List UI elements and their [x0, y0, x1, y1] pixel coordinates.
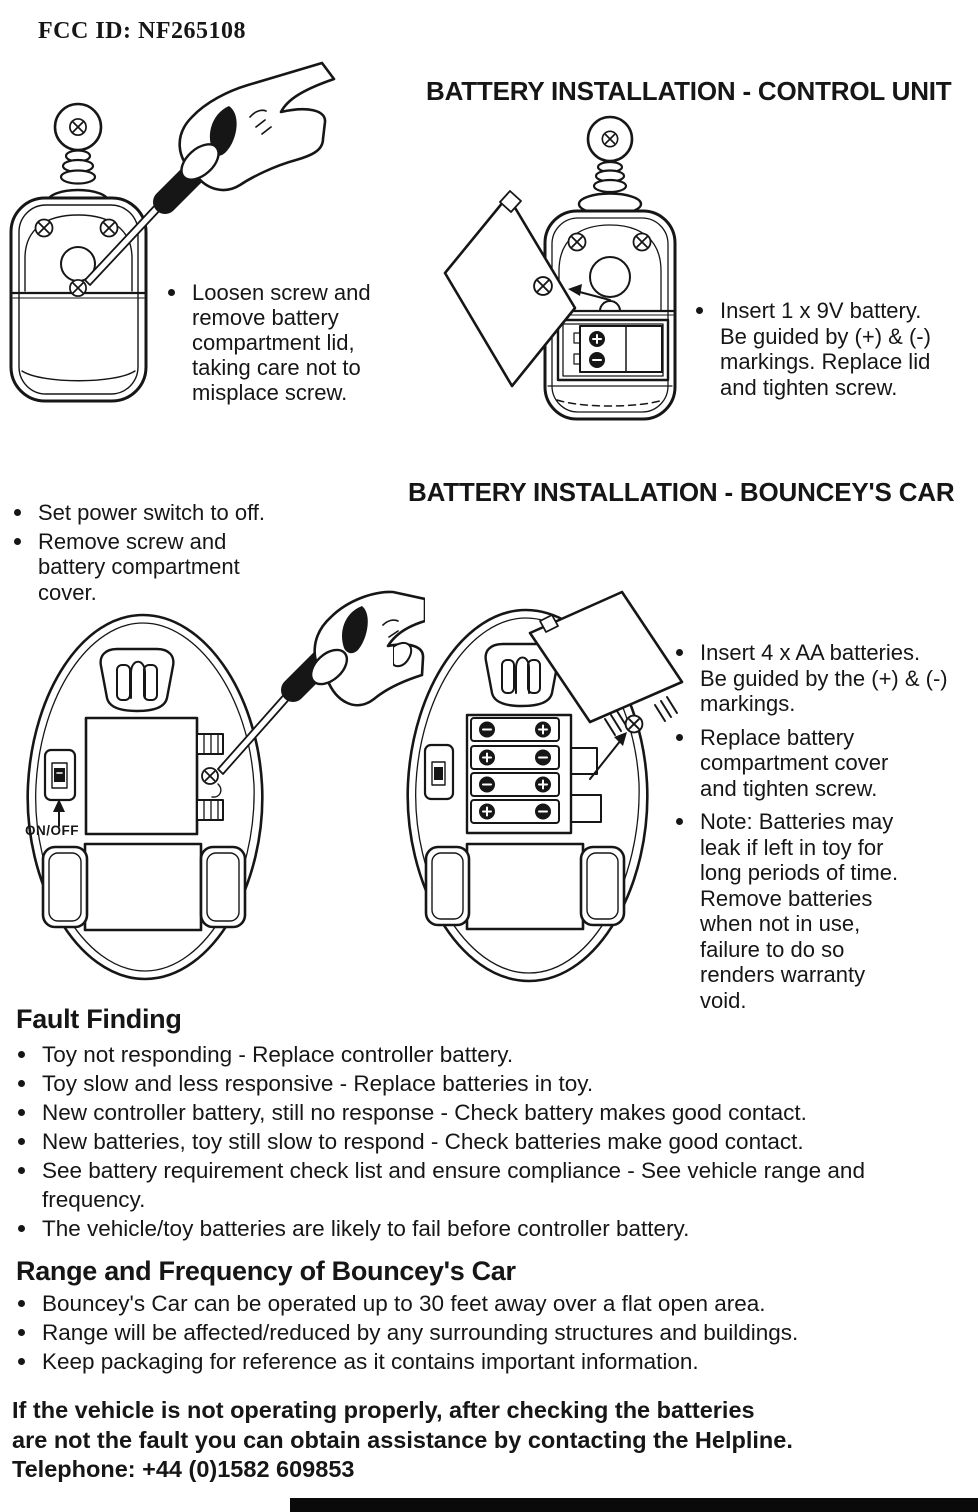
controller-body — [9, 196, 148, 403]
bullet-dot — [18, 1167, 25, 1174]
list-item: Insert 4 x AA batteries. Be guided by th… — [676, 640, 950, 717]
helpline-text: If the vehicle is not operating properly… — [12, 1396, 942, 1485]
bullet-dot — [18, 1225, 25, 1232]
scan-edge-artifact — [290, 1498, 978, 1512]
bullet-dot — [18, 1300, 25, 1307]
fault-finding-list: Toy not responding - Replace controller … — [18, 1040, 928, 1243]
bullet-dot — [18, 1358, 25, 1365]
section-title-bounceys-car: BATTERY INSTALLATION - BOUNCEY'S CAR — [408, 477, 955, 507]
front-caster-wheel — [484, 642, 560, 708]
bullet-dot — [18, 1138, 25, 1145]
bullet-dot — [14, 509, 21, 516]
step-text: Replace battery compartment cover and ti… — [700, 724, 889, 801]
list-item: Remove screw and battery compartment cov… — [14, 529, 338, 606]
lid-screw-icon — [533, 276, 553, 296]
list-item: New batteries, toy still slow to respond… — [18, 1127, 928, 1156]
car-prep-step-list: Set power switch to off. Remove screw an… — [14, 500, 338, 608]
list-item: Note: Batteries may leak if left in toy … — [676, 809, 950, 1013]
list-item: See battery requirement check list and e… — [18, 1156, 928, 1214]
list-item: New controller battery, still no respons… — [18, 1098, 928, 1127]
list-item: Bouncey's Car can be operated up to 30 f… — [18, 1289, 928, 1318]
cover-screw-icon — [624, 714, 644, 734]
step-text: Insert 1 x 9V battery. Be guided by (+) … — [720, 298, 931, 400]
cover-screw-icon — [201, 767, 219, 785]
front-caster-wheel — [99, 647, 175, 713]
battery-cover — [84, 716, 224, 836]
range-item-text: Bouncey's Car can be operated up to 30 f… — [42, 1291, 766, 1316]
illustration-car-underside-batteries — [393, 590, 684, 983]
range-item-text: Keep packaging for reference as it conta… — [42, 1349, 699, 1374]
list-item: Range will be affected/reduced by any su… — [18, 1318, 928, 1347]
control-unit-step-list-2: Insert 1 x 9V battery. Be guided by (+) … — [696, 298, 945, 400]
illustration-control-unit-battery — [443, 115, 677, 421]
bullet-dot — [676, 818, 683, 825]
list-item: Loosen screw and remove battery compartm… — [168, 280, 397, 405]
bullet-dot — [18, 1051, 25, 1058]
fault-item-text: Toy not responding - Replace controller … — [42, 1042, 514, 1067]
bullet-dot — [696, 307, 703, 314]
list-item: Keep packaging for reference as it conta… — [18, 1347, 928, 1376]
fcc-id: FCC ID: NF265108 — [38, 18, 246, 44]
pointer-arrow-icon — [568, 284, 611, 301]
power-switch — [43, 748, 77, 802]
car-install-step-list: Insert 4 x AA batteries. Be guided by th… — [676, 640, 950, 1021]
step-text: Remove screw and battery compartment cov… — [38, 528, 240, 605]
bullet-dot — [168, 289, 175, 296]
fault-item-text: See battery requirement check list and e… — [42, 1158, 865, 1212]
range-item-text: Range will be affected/reduced by any su… — [42, 1320, 799, 1345]
section-title-control-unit: BATTERY INSTALLATION - CONTROL UNIT — [426, 76, 952, 106]
controller-antenna — [577, 115, 643, 216]
bullet-dot — [676, 733, 683, 741]
fault-item-text: New controller battery, still no respons… — [42, 1100, 807, 1125]
range-frequency-heading: Range and Frequency of Bouncey's Car — [16, 1256, 516, 1286]
range-frequency-list: Bouncey's Car can be operated up to 30 f… — [18, 1289, 928, 1376]
illustration-car-underside-screw: ON/OFF — [25, 590, 425, 981]
battery-lid-icon — [443, 190, 577, 388]
bullet-dot — [18, 1109, 25, 1116]
list-item: Replace battery compartment cover and ti… — [676, 725, 950, 802]
on-off-label: ON/OFF — [25, 823, 79, 838]
battery-9v — [556, 318, 670, 382]
screw-pointer-arrow-icon — [589, 732, 627, 780]
rear-axle-and-wheels — [41, 842, 247, 932]
list-item: Set power switch to off. — [14, 500, 338, 526]
fault-item-text: The vehicle/toy batteries are likely to … — [42, 1216, 690, 1241]
fault-item-text: New batteries, toy still slow to respond… — [42, 1129, 804, 1154]
fault-item-text: Toy slow and less responsive - Replace b… — [42, 1071, 594, 1096]
list-item: The vehicle/toy batteries are likely to … — [18, 1214, 928, 1243]
finger-tip-icon — [393, 642, 413, 668]
control-unit-step-list-1: Loosen screw and remove battery compartm… — [168, 280, 397, 405]
step-text: Insert 4 x AA batteries. Be guided by th… — [700, 640, 948, 716]
hand-with-screwdriver-icon — [217, 590, 425, 775]
helpline-line-1: If the vehicle is not operating properly… — [12, 1397, 755, 1423]
helpline-line-2: are not the fault you can obtain assista… — [12, 1426, 793, 1453]
list-item: Insert 1 x 9V battery. Be guided by (+) … — [696, 298, 945, 400]
controller-antenna — [46, 102, 110, 214]
list-item: Toy slow and less responsive - Replace b… — [18, 1069, 928, 1098]
step-text: Set power switch to off. — [38, 500, 266, 525]
bullet-dot — [18, 1329, 25, 1336]
bullet-dot — [14, 537, 21, 545]
compartment-screw-icon — [69, 279, 87, 297]
step-text: Loosen screw and remove battery compartm… — [192, 280, 371, 405]
list-item: Toy not responding - Replace controller … — [18, 1040, 928, 1069]
rear-axle-and-wheels — [424, 842, 626, 931]
bullet-dot — [676, 649, 683, 656]
hand-with-screwdriver-icon — [84, 61, 336, 286]
aa-battery-compartment — [465, 713, 602, 835]
helpline-line-3: Telephone: +44 (0)1582 609853 — [12, 1456, 355, 1482]
bullet-dot — [18, 1080, 25, 1087]
power-switch — [423, 743, 455, 801]
fault-finding-heading: Fault Finding — [16, 1004, 182, 1034]
switch-pointer-arrow-icon — [53, 799, 65, 827]
illustration-control-unit-screw — [9, 61, 336, 403]
step-text: Note: Batteries may leak if left in toy … — [700, 809, 899, 1013]
